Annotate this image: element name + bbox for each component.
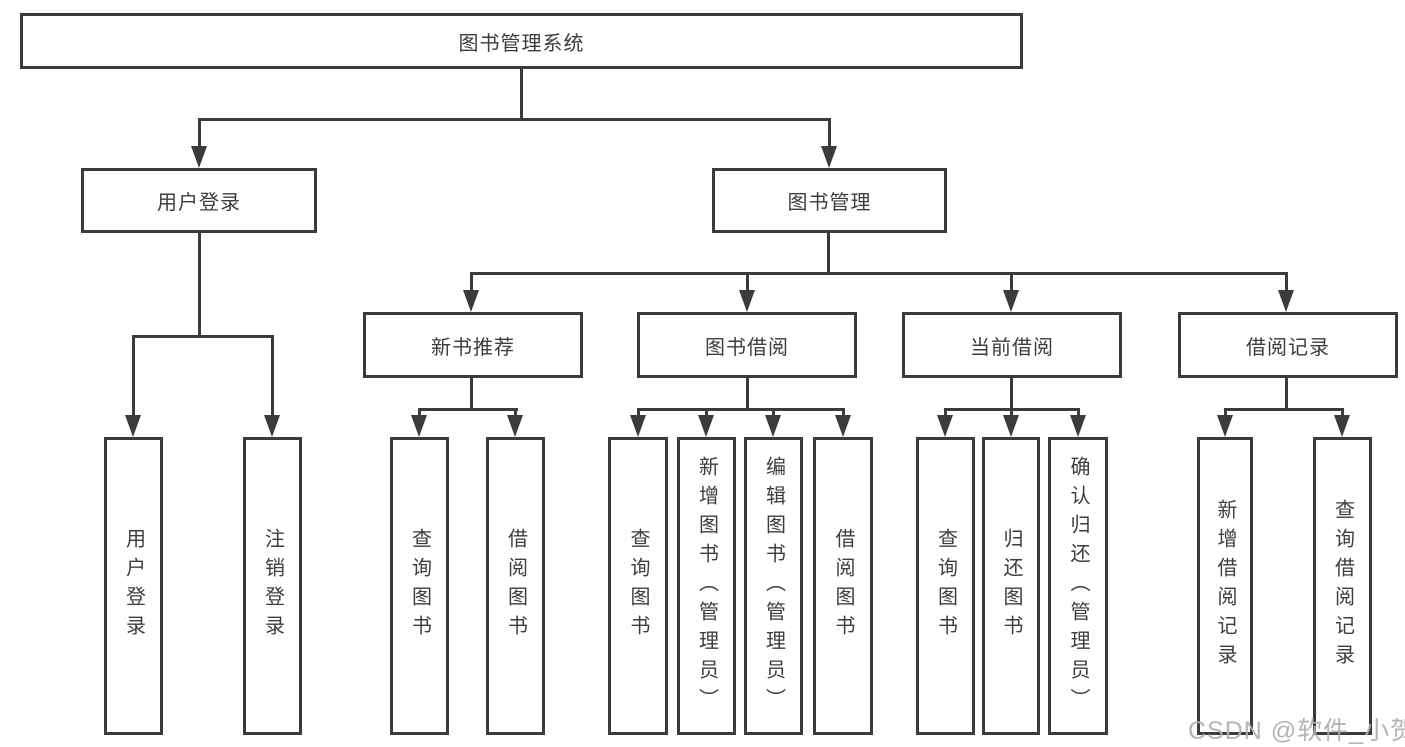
- connector-shaft: [746, 272, 749, 294]
- node-book-management: 图书管理: [712, 168, 947, 233]
- leaf-borrow-books-recommend: 借阅图书: [486, 437, 545, 735]
- arrow-down-icon: [125, 415, 141, 437]
- leaf-query-books-recommend-label: 查询图书: [408, 528, 431, 644]
- leaf-query-books-borrow-label: 查询图书: [627, 528, 649, 644]
- arrow-down-icon: [821, 146, 837, 168]
- leaf-borrow-books-recommend-label: 借阅图书: [504, 528, 527, 644]
- node-current-borrowing: 当前借阅: [902, 312, 1122, 378]
- connector-shaft: [1010, 408, 1013, 420]
- arrow-down-icon: [191, 146, 207, 168]
- leaf-query-books-current-label: 查询图书: [934, 528, 957, 644]
- connector-current-trunk: [1010, 378, 1013, 411]
- leaf-edit-book-admin-label: 编辑图书（管理员）: [762, 455, 785, 717]
- arrow-down-icon: [1003, 290, 1019, 312]
- node-root-system: 图书管理系统: [20, 13, 1023, 69]
- leaf-add-book-admin-label: 新增图书（管理员）: [695, 455, 718, 717]
- connector-shaft: [1010, 272, 1013, 294]
- arrow-down-icon: [835, 415, 851, 437]
- connector-recommend-branch: [418, 408, 518, 411]
- node-user-login-label: 用户登录: [157, 192, 241, 214]
- node-borrowing-records-label: 借阅记录: [1246, 336, 1330, 359]
- connector-shaft: [828, 118, 831, 150]
- arrow-down-icon: [1003, 415, 1019, 437]
- arrow-down-icon: [1217, 415, 1233, 437]
- leaf-borrow-books-borrow: 借阅图书: [813, 437, 873, 735]
- connector-recommend-trunk: [470, 378, 473, 411]
- arrow-down-icon: [698, 415, 714, 437]
- node-root-label: 图书管理系统: [458, 32, 585, 55]
- leaf-user-login-label: 用户登录: [122, 528, 145, 644]
- node-book-borrowing: 图书借阅: [637, 312, 857, 378]
- leaf-borrow-books-borrow-label: 借阅图书: [832, 528, 854, 644]
- node-borrowing-records: 借阅记录: [1178, 312, 1398, 378]
- node-book-management-label: 图书管理: [787, 192, 872, 214]
- arrow-down-icon: [630, 415, 646, 437]
- leaf-return-book-label: 归还图书: [1000, 528, 1022, 644]
- node-new-book-recommend: 新书推荐: [363, 312, 583, 378]
- leaf-confirm-return-admin: 确认归还（管理员）: [1048, 437, 1108, 735]
- leaf-query-borrow-record-label: 查询借阅记录: [1331, 499, 1354, 673]
- connector-shaft: [1077, 408, 1080, 420]
- node-user-login: 用户登录: [81, 168, 317, 233]
- leaf-return-book: 归还图书: [982, 437, 1040, 735]
- node-current-borrowing-label: 当前借阅: [970, 336, 1054, 359]
- connector-shaft: [470, 272, 473, 294]
- arrow-down-icon: [463, 290, 479, 312]
- connector-shaft: [772, 408, 775, 420]
- connector-shaft: [637, 408, 640, 420]
- connector-mgmt-trunk: [827, 233, 830, 275]
- leaf-edit-book-admin: 编辑图书（管理员）: [744, 437, 803, 735]
- arrow-down-icon: [765, 415, 781, 437]
- connector-root-trunk: [520, 69, 523, 120]
- connector-shaft: [1341, 408, 1344, 420]
- connector-records-branch: [1224, 408, 1344, 411]
- connector-root-branch: [198, 118, 831, 121]
- arrow-down-icon: [507, 415, 523, 437]
- arrow-down-icon: [411, 415, 427, 437]
- connector-user-trunk: [198, 233, 201, 338]
- leaf-add-borrow-record-label: 新增借阅记录: [1214, 499, 1236, 673]
- connector-shaft: [418, 408, 421, 420]
- node-book-borrowing-label: 图书借阅: [705, 336, 789, 359]
- arrow-down-icon: [1334, 415, 1350, 437]
- leaf-user-login: 用户登录: [104, 437, 163, 735]
- leaf-confirm-return-admin-label: 确认归还（管理员）: [1067, 455, 1089, 717]
- connector-borrow-trunk: [746, 378, 749, 411]
- connector-shaft: [198, 118, 201, 150]
- leaf-query-books-borrow: 查询图书: [608, 437, 668, 735]
- connector-shaft: [1224, 408, 1227, 420]
- connector-shaft: [1285, 272, 1288, 294]
- arrow-down-icon: [739, 290, 755, 312]
- leaf-query-books-recommend: 查询图书: [390, 437, 449, 735]
- leaf-logout-label: 注销登录: [261, 528, 284, 644]
- node-new-book-recommend-label: 新书推荐: [431, 336, 515, 359]
- connector-user-branch: [132, 335, 274, 338]
- connector-mgmt-branch: [470, 272, 1288, 275]
- leaf-logout: 注销登录: [243, 437, 302, 735]
- arrow-down-icon: [264, 415, 280, 437]
- arrow-down-icon: [937, 415, 953, 437]
- connector-shaft: [842, 408, 845, 420]
- leaf-query-books-current: 查询图书: [916, 437, 975, 735]
- arrow-down-icon: [1070, 415, 1086, 437]
- csdn-watermark: CSDN @软件_小贺同学: [1188, 717, 1405, 745]
- connector-shaft: [705, 408, 708, 420]
- connector-borrow-branch: [637, 408, 845, 411]
- connector-shaft: [514, 408, 517, 420]
- connector-shaft: [132, 335, 135, 419]
- leaf-add-book-admin: 新增图书（管理员）: [677, 437, 736, 735]
- connector-records-trunk: [1285, 378, 1288, 411]
- leaf-add-borrow-record: 新增借阅记录: [1197, 437, 1253, 735]
- arrow-down-icon: [1278, 290, 1294, 312]
- connector-shaft: [944, 408, 947, 420]
- leaf-query-borrow-record: 查询借阅记录: [1313, 437, 1372, 735]
- connector-shaft: [271, 335, 274, 419]
